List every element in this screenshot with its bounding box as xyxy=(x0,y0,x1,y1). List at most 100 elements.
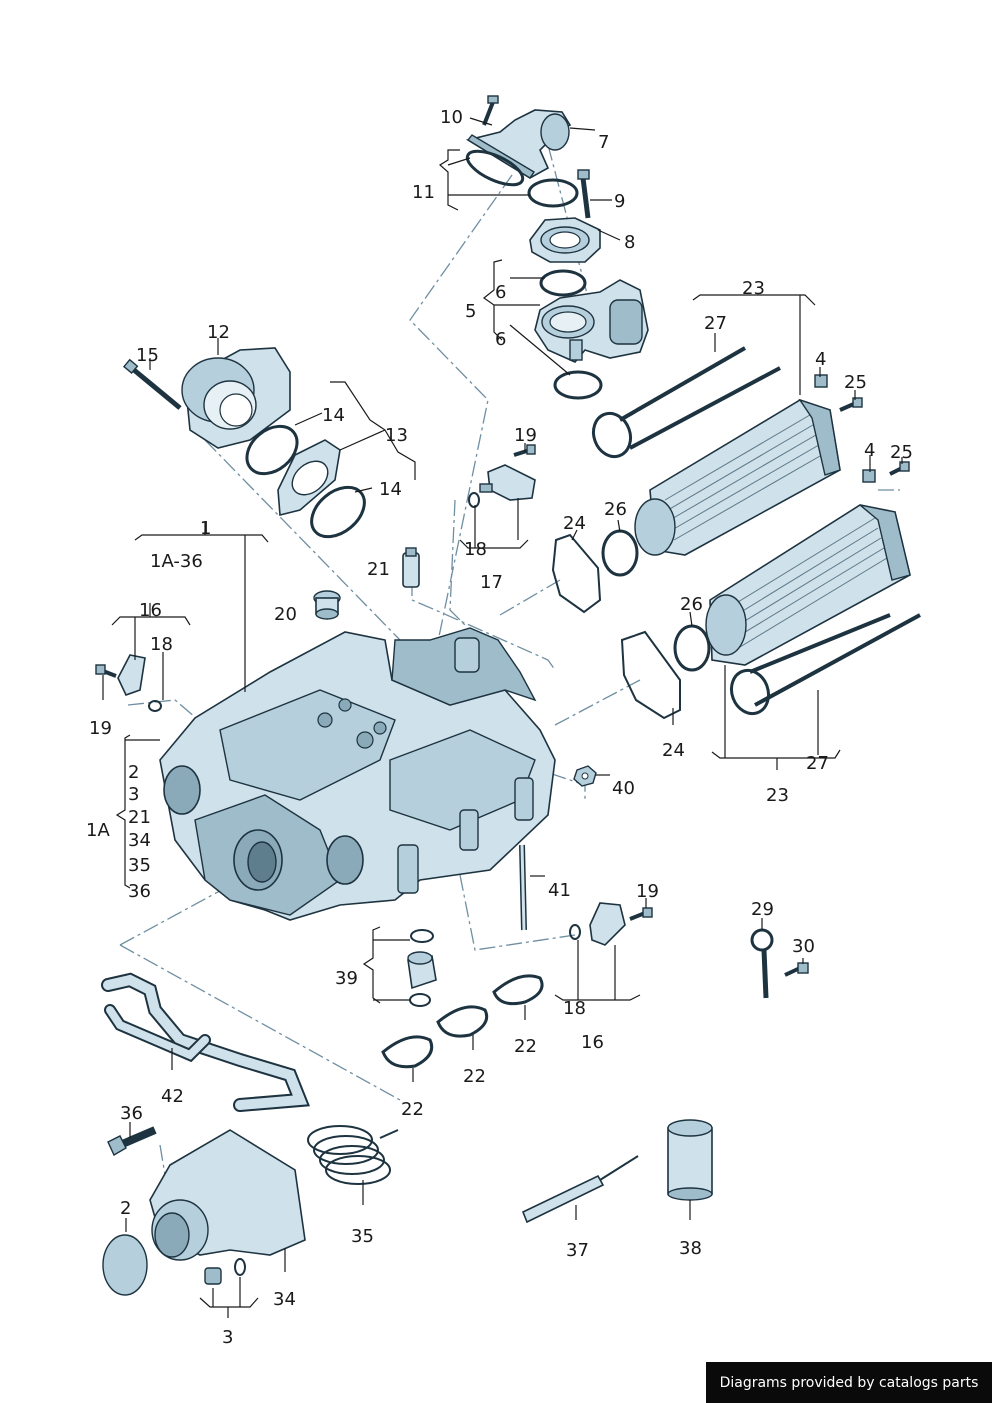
gasket-part-24-lower xyxy=(620,630,681,720)
bolt-part-25-upper xyxy=(839,397,863,412)
callout-37: 37 xyxy=(566,1240,589,1261)
callout-17: 17 xyxy=(480,572,503,593)
bolt-part-10 xyxy=(482,95,499,126)
callout-7: 7 xyxy=(598,132,609,153)
callout-25-middle: 25 xyxy=(890,442,913,463)
callout-23-upper: 23 xyxy=(742,278,765,299)
gasket-part-22-a xyxy=(492,974,544,1006)
attribution-text: Diagrams provided by catalogs parts xyxy=(719,1374,979,1391)
callout-42: 42 xyxy=(161,1086,184,1107)
callout-26-lower: 26 xyxy=(680,594,703,615)
nut-part-40 xyxy=(573,765,597,787)
callout-27-upper: 27 xyxy=(704,313,727,334)
callout-21-list: 21 xyxy=(128,807,151,828)
callout-35-list: 35 xyxy=(128,855,151,876)
callout-12: 12 xyxy=(207,322,230,343)
callout-38: 38 xyxy=(679,1238,702,1259)
bolt-part-19-upper xyxy=(513,444,536,457)
callout-40: 40 xyxy=(612,778,635,799)
plug-part-20 xyxy=(313,590,341,620)
o-ring-part-39-lower xyxy=(409,993,431,1007)
bolt-part-19-right xyxy=(629,907,653,921)
callout-6-upper: 6 xyxy=(495,282,506,303)
o-ring-part-26-lower xyxy=(673,624,711,672)
coolant-pipe-part-42 xyxy=(101,972,311,1112)
callout-2: 2 xyxy=(120,1198,131,1219)
callout-19-right: 19 xyxy=(636,881,659,902)
o-ring-part-18-upper xyxy=(468,492,480,508)
callout-15: 15 xyxy=(136,345,159,366)
bolt-part-19-left xyxy=(95,664,117,678)
sensor-part-21 xyxy=(402,547,420,588)
cap-part-2 xyxy=(102,1234,148,1296)
callout-24-upper: 24 xyxy=(563,513,586,534)
callout-39: 39 xyxy=(335,968,358,989)
plug-part-4-upper xyxy=(814,374,828,388)
callout-1a-36: 1A-36 xyxy=(150,551,203,572)
callout-26-upper: 26 xyxy=(604,499,627,520)
plug-part-3 xyxy=(204,1267,222,1285)
callout-30: 30 xyxy=(792,936,815,957)
adapter-ring-part-13 xyxy=(277,439,341,517)
callout-13: 13 xyxy=(385,425,408,446)
bolt-part-15 xyxy=(122,358,182,410)
oil-can-part-38 xyxy=(667,1119,713,1201)
bolt-part-30 xyxy=(784,962,809,977)
callout-11: 11 xyxy=(412,182,435,203)
callout-3: 3 xyxy=(222,1327,233,1348)
o-ring-part-6-lower xyxy=(553,370,603,400)
stud-part-41 xyxy=(519,844,527,931)
gasket-part-22-c xyxy=(381,1035,434,1069)
supercharger-housing-part-1 xyxy=(159,627,556,921)
plug-part-4-lower xyxy=(862,469,876,483)
strap-part-27-lower xyxy=(729,613,921,716)
callout-19-upper: 19 xyxy=(514,425,537,446)
o-ring-part-14-upper xyxy=(245,424,299,476)
flange-part-8 xyxy=(529,217,601,263)
throttle-housing-part-12 xyxy=(181,347,291,449)
callout-16-right: 16 xyxy=(581,1032,604,1053)
callout-4-middle: 4 xyxy=(864,440,875,461)
callout-14-lower: 14 xyxy=(379,479,402,500)
strap-part-27-upper xyxy=(591,346,781,459)
fitting-part-39 xyxy=(407,951,437,990)
callout-19-left: 19 xyxy=(89,718,112,739)
callout-labels: 10 7 11 9 8 23 6 5 6 27 12 15 4 25 14 13… xyxy=(86,107,913,1348)
leader-lines xyxy=(102,117,903,1318)
gasket-part-22-b xyxy=(436,1005,489,1038)
callout-35: 35 xyxy=(351,1226,374,1247)
callout-21-upper: 21 xyxy=(367,559,390,580)
callout-22-b: 22 xyxy=(463,1066,486,1087)
callout-1a: 1A xyxy=(86,820,110,841)
callout-34-list: 34 xyxy=(128,830,151,851)
callout-18-right: 18 xyxy=(563,998,586,1019)
callout-8: 8 xyxy=(624,232,635,253)
intercooler-part-23-lower xyxy=(705,504,911,666)
bolt-part-9 xyxy=(577,169,591,219)
o-ring-part-18-right xyxy=(569,924,581,940)
o-ring-part-39-upper xyxy=(410,929,434,943)
callout-5: 5 xyxy=(465,301,476,322)
thermostat-housing-part-34 xyxy=(149,1129,306,1261)
spring-part-35 xyxy=(307,1125,399,1185)
intercooler-part-23-upper xyxy=(634,398,841,556)
o-ring-part-6-upper xyxy=(539,269,587,297)
sensor-part-16-right xyxy=(589,902,626,946)
callout-6-lower: 6 xyxy=(495,329,506,350)
bolt-part-25-lower xyxy=(889,461,910,476)
callout-1: 1 xyxy=(200,518,211,539)
sensor-part-16-left xyxy=(117,654,146,696)
attribution-banner: Diagrams provided by catalogs parts xyxy=(706,1362,992,1403)
throttle-body-part-5 xyxy=(534,279,649,363)
callout-4-upper: 4 xyxy=(815,349,826,370)
callout-36-list: 36 xyxy=(128,881,151,902)
o-ring-part-11 xyxy=(527,178,579,208)
callout-16-left: 16 xyxy=(139,600,162,621)
gasket-part-11 xyxy=(465,149,525,187)
callout-9: 9 xyxy=(614,191,625,212)
callout-25-upper: 25 xyxy=(844,372,867,393)
callout-2-list: 2 xyxy=(128,762,139,783)
callout-27-lower: 27 xyxy=(806,753,829,774)
callout-34: 34 xyxy=(273,1289,296,1310)
